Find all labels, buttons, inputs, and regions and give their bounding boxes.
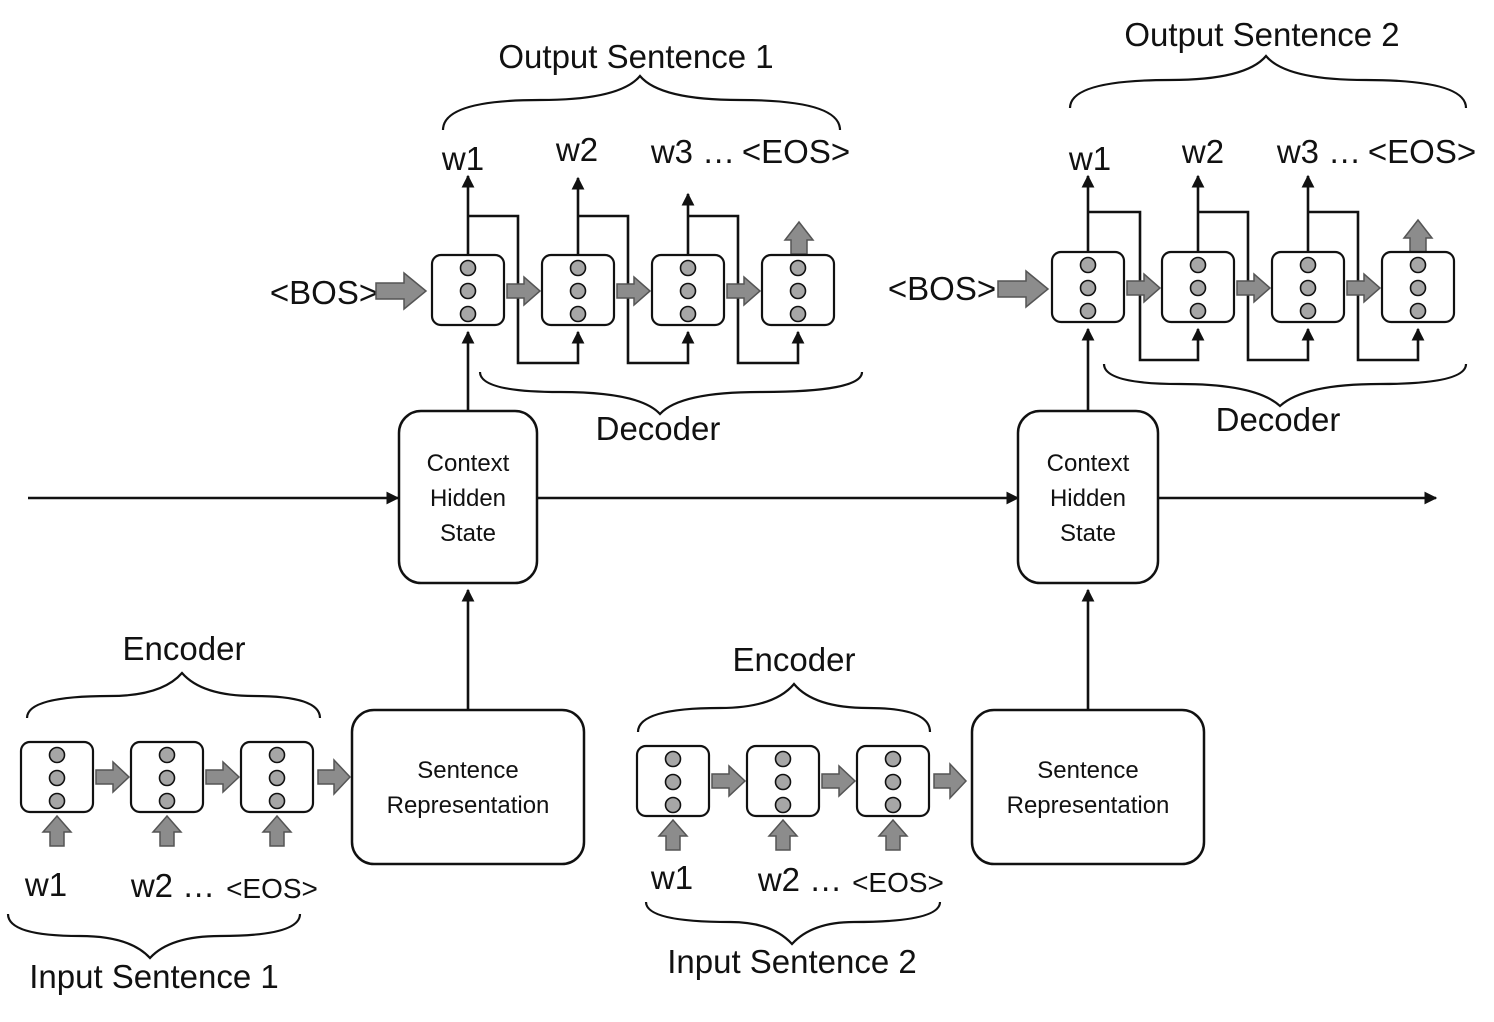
cell-arrow bbox=[726, 275, 762, 307]
cell-arrow bbox=[1126, 272, 1162, 304]
output-word: w2 bbox=[555, 131, 598, 168]
decoder-cell bbox=[1050, 250, 1126, 324]
input-word: w2 … bbox=[130, 867, 215, 904]
input-word: w1 bbox=[24, 866, 67, 903]
decoder-cell bbox=[1270, 250, 1346, 324]
encoder-to-rep-arrow bbox=[933, 762, 968, 800]
sentence-rep-line: Sentence bbox=[417, 757, 518, 784]
input-sentence-label: Input Sentence 1 bbox=[29, 958, 279, 995]
input-word: <EOS> bbox=[852, 867, 944, 898]
encoder-cell bbox=[239, 740, 315, 814]
feedback-arrow bbox=[1088, 210, 1205, 362]
encoder-to-rep-arrow bbox=[317, 758, 352, 796]
input-word: w2 … bbox=[757, 861, 842, 898]
input-arrow bbox=[877, 818, 909, 851]
column-2: Output Sentence 2 w1 w2 w3 … <EOS> <BOS> bbox=[635, 16, 1476, 980]
eos-output-arrow bbox=[783, 220, 815, 255]
input-arrow bbox=[657, 818, 689, 851]
output-sentence-label: Output Sentence 1 bbox=[498, 38, 773, 75]
input-brace bbox=[644, 901, 942, 946]
output-word: w1 bbox=[1068, 140, 1111, 177]
encoder-label: Encoder bbox=[123, 630, 246, 667]
context-line: State bbox=[1060, 520, 1116, 547]
input-word: <EOS> bbox=[226, 873, 318, 904]
context-line: Context bbox=[1047, 450, 1130, 477]
feedback-arrow bbox=[468, 214, 585, 365]
input-sentence-label: Input Sentence 2 bbox=[667, 943, 917, 980]
output-word: <EOS> bbox=[742, 133, 850, 170]
cell-arrow bbox=[95, 760, 131, 794]
context-line: State bbox=[440, 520, 496, 547]
decoder-cell bbox=[760, 253, 836, 327]
encoder-label: Encoder bbox=[733, 641, 856, 678]
sentence-rep-line: Representation bbox=[387, 792, 550, 819]
input-word: w1 bbox=[650, 859, 693, 896]
context-line: Hidden bbox=[1050, 485, 1126, 512]
decoder-brace bbox=[1102, 363, 1468, 408]
cell-arrow bbox=[205, 760, 241, 794]
cell-arrow bbox=[506, 275, 542, 307]
output-sentence-label: Output Sentence 2 bbox=[1124, 16, 1399, 53]
decoder-label: Decoder bbox=[596, 410, 721, 447]
decoder-brace bbox=[478, 371, 864, 416]
decoder-cell bbox=[1380, 250, 1456, 324]
sentence-representation-box: Sentence Representation bbox=[350, 708, 586, 866]
context-hidden-state-box: Context Hidden State bbox=[397, 409, 539, 585]
output-word: w3 … bbox=[1276, 133, 1361, 170]
encoder-cell bbox=[19, 740, 95, 814]
sentence-rep-line: Sentence bbox=[1037, 757, 1138, 784]
decoder-cell bbox=[650, 253, 726, 327]
context-line: Hidden bbox=[430, 485, 506, 512]
cell-arrow bbox=[1346, 272, 1382, 304]
encoder-brace bbox=[25, 671, 322, 719]
cell-arrow bbox=[1236, 272, 1272, 304]
bos-label: <BOS> bbox=[270, 274, 378, 311]
input-arrow bbox=[261, 814, 293, 847]
sentence-representation-box: Sentence Representation bbox=[970, 708, 1206, 866]
input-arrow bbox=[41, 814, 73, 847]
output-brace bbox=[1068, 54, 1468, 109]
context-line: Context bbox=[427, 450, 510, 477]
input-arrow bbox=[151, 814, 183, 847]
feedback-arrow bbox=[1198, 210, 1315, 362]
encoder-cell bbox=[745, 744, 821, 818]
feedback-arrow bbox=[1308, 210, 1425, 362]
cell-arrow bbox=[821, 764, 857, 798]
decoder-label: Decoder bbox=[1216, 401, 1341, 438]
input-brace bbox=[6, 913, 302, 960]
feedback-arrow bbox=[688, 214, 805, 365]
cell-arrow bbox=[616, 275, 652, 307]
output-word: w1 bbox=[441, 140, 484, 177]
decoder-cell bbox=[1160, 250, 1236, 324]
context-hidden-state-box: Context Hidden State bbox=[1016, 409, 1160, 585]
output-word: <EOS> bbox=[1368, 133, 1476, 170]
input-arrow bbox=[767, 818, 799, 851]
encoder-brace bbox=[636, 682, 932, 733]
sentence-rep-line: Representation bbox=[1007, 792, 1170, 819]
feedback-arrow bbox=[578, 214, 695, 365]
output-word: w2 bbox=[1181, 133, 1224, 170]
decoder-cell bbox=[540, 253, 616, 327]
encoder-cell bbox=[855, 744, 931, 818]
bos-arrow bbox=[375, 271, 428, 311]
encoder-cell bbox=[635, 744, 711, 818]
bos-arrow bbox=[997, 269, 1050, 309]
cell-arrow bbox=[711, 764, 747, 798]
decoder-cell bbox=[430, 253, 506, 327]
encoder-cell bbox=[129, 740, 205, 814]
bos-label: <BOS> bbox=[888, 270, 996, 307]
output-word: w3 … bbox=[650, 133, 735, 170]
output-brace bbox=[441, 74, 842, 131]
column-1: Output Sentence 1 w1 w2 w3 … <EOS> <BOS> bbox=[6, 38, 864, 995]
eos-output-arrow bbox=[1402, 218, 1434, 253]
